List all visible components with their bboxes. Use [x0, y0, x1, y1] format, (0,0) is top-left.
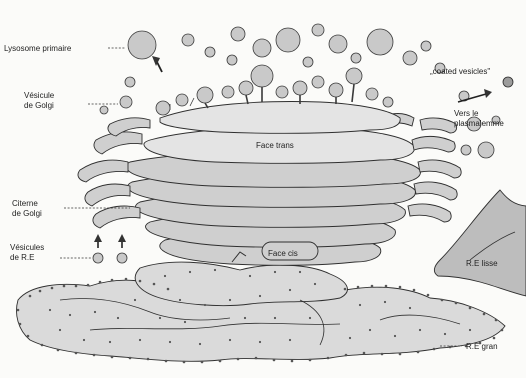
re-vesicle-1: [93, 253, 103, 263]
label-vesicule-golgi-2: de Golgi: [24, 101, 54, 110]
label-vesicules-re-2: de R.E: [10, 253, 34, 262]
golgi-stack: [78, 65, 461, 265]
rough-er: [17, 262, 506, 363]
smooth-er: [434, 190, 526, 296]
label-vesicule-golgi-1: Vésicule: [24, 91, 55, 100]
label-re-lisse: R.E lisse: [466, 259, 498, 268]
label-re-gran: R.E gran: [466, 342, 498, 351]
label-vesicules-re-1: Vésicules: [10, 243, 44, 252]
arrow-up-icon: [94, 234, 102, 242]
primary-lysosome: [128, 31, 156, 59]
arrow-up-icon: [118, 234, 126, 242]
label-citerne-1: Citerne: [12, 199, 38, 208]
label-vers-1: Vers le: [454, 109, 479, 118]
arrow-right-icon: [484, 89, 492, 98]
label-lysosome: Lysosome primaire: [4, 44, 72, 53]
label-face-cis: Face cis: [268, 249, 298, 258]
label-citerne-2: de Golgi: [12, 209, 42, 218]
label-coated-vesicles: „coated vesicles": [430, 67, 490, 76]
coated-vesicle: [503, 77, 513, 87]
re-vesicle-2: [117, 253, 127, 263]
label-face-trans: Face trans: [256, 141, 294, 150]
label-vers-2: plasmalemme: [454, 119, 504, 128]
